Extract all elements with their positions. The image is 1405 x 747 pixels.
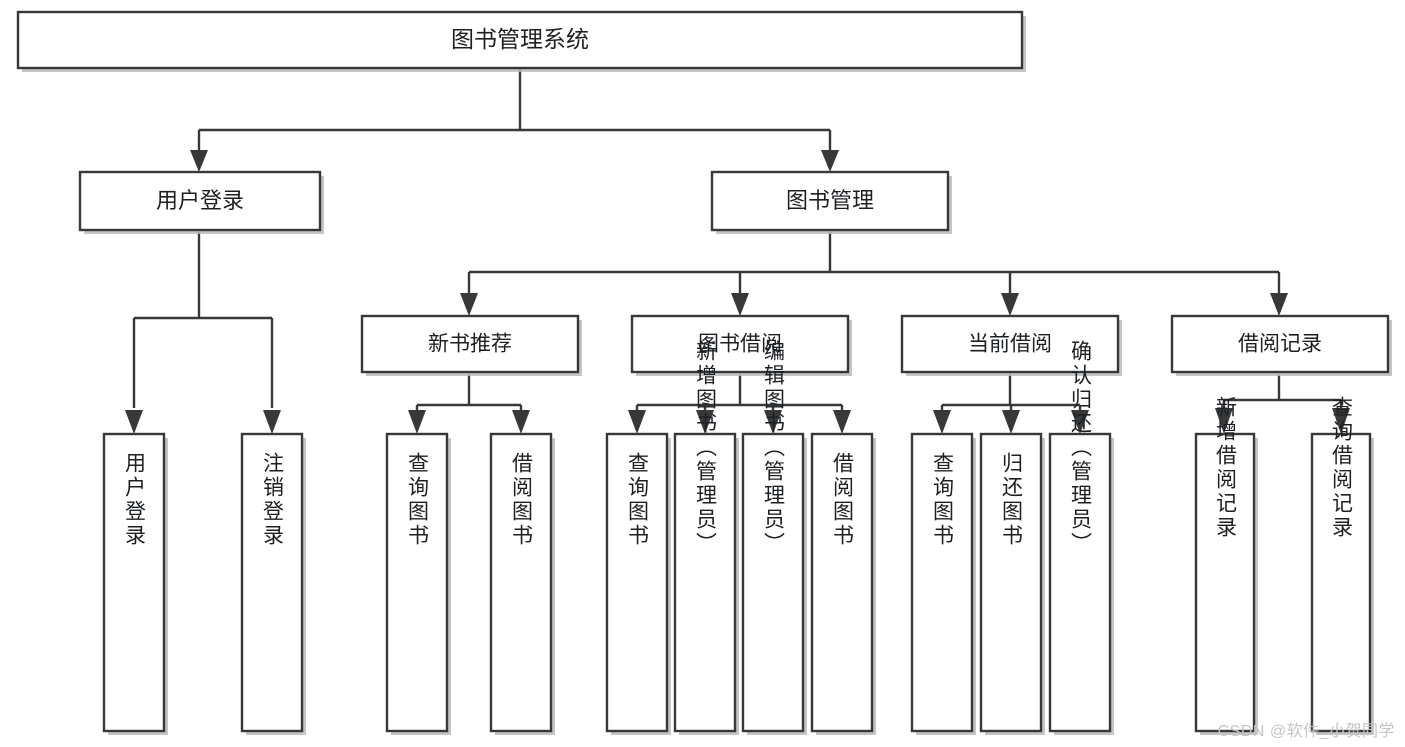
node-borrow-record[interactable]: 借阅记录 — [1170, 314, 1392, 376]
node-root-label: 图书管理系统 — [451, 26, 589, 52]
arrowhead-book-mgmt — [821, 150, 839, 172]
arrowhead-leaf-current-borrow-2 — [1002, 410, 1020, 434]
leaf-new-book-2[interactable]: 借阅图书 — [489, 432, 555, 735]
arrowhead-leaf-user-login-2 — [263, 410, 281, 434]
leaf-borrow-record-2[interactable]: 查询借阅记录 — [1310, 396, 1374, 735]
node-borrow-record-label: 借阅记录 — [1238, 333, 1322, 356]
arrowhead-current-borrow — [1001, 293, 1019, 316]
node-user-login-label: 用户登录 — [156, 188, 244, 213]
arrowhead-leaf-user-login-1 — [125, 410, 143, 434]
leaf-borrow-book-3-box[interactable] — [741, 432, 805, 733]
arrowhead-leaf-borrow-book-4 — [833, 410, 851, 434]
node-borrow-record-box[interactable] — [1170, 314, 1390, 374]
leaf-borrow-book-3[interactable]: 编辑图书（管理员） — [741, 340, 807, 735]
arrowhead-borrow-book — [731, 293, 749, 316]
node-book-borrow[interactable]: 图书借阅 — [630, 314, 852, 376]
leaf-borrow-record-2-label: 查询借阅记录 — [1330, 396, 1354, 540]
leaf-borrow-book-4-label: 借阅图书 — [831, 452, 855, 548]
node-new-book-recommend[interactable]: 新书推荐 — [360, 314, 582, 376]
leaf-new-book-2-box[interactable] — [489, 432, 553, 733]
leaf-user-login-1-label: 用户登录 — [123, 452, 147, 548]
arrowhead-new-book — [460, 293, 478, 316]
node-book-management-box[interactable] — [710, 170, 950, 232]
leaf-user-login-2[interactable]: 注销登录 — [240, 432, 306, 735]
leaf-new-book-2-label: 借阅图书 — [510, 452, 534, 548]
arrowhead-user-login — [190, 150, 208, 172]
arrowhead-leaf-borrow-record-2 — [1332, 408, 1350, 434]
connector-layer — [125, 69, 1350, 434]
leaf-borrow-book-1-label: 查询图书 — [626, 452, 650, 548]
node-current-borrow[interactable]: 当前借阅 — [900, 314, 1122, 376]
node-root-box[interactable] — [16, 10, 1024, 70]
leaf-borrow-book-3-label: 编辑图书（管理员） — [762, 340, 786, 556]
leaf-current-borrow-3-box[interactable] — [1048, 432, 1112, 733]
node-book-borrow-label: 图书借阅 — [698, 333, 782, 356]
leaf-borrow-book-1-box[interactable] — [605, 432, 669, 733]
leaf-new-book-1[interactable]: 查询图书 — [385, 432, 451, 735]
leaf-borrow-book-1[interactable]: 查询图书 — [605, 432, 671, 735]
leaf-current-borrow-2-label: 归还图书 — [1000, 452, 1024, 548]
arrowhead-leaf-new-book-2 — [512, 410, 530, 434]
node-new-book-recommend-label: 新书推荐 — [428, 333, 512, 356]
leaf-current-borrow-3-label: 确认归还（管理员） — [1069, 340, 1093, 556]
node-user-login-box[interactable] — [78, 170, 322, 232]
csdn-watermark: CSDN @软件_小贺同学 — [1217, 723, 1395, 740]
node-user-login[interactable]: 用户登录 — [78, 170, 324, 234]
leaf-user-login-1-box[interactable] — [102, 432, 166, 733]
leaf-current-borrow-1-box[interactable] — [910, 432, 974, 733]
leaf-current-borrow-1[interactable]: 查询图书 — [910, 432, 976, 735]
leaf-user-login-2-label: 注销登录 — [261, 452, 285, 548]
node-book-borrow-box[interactable] — [630, 314, 850, 374]
leaf-borrow-record-1-box[interactable] — [1194, 432, 1256, 733]
arrowhead-leaf-current-borrow-3 — [1071, 410, 1089, 434]
leaf-current-borrow-2[interactable]: 归还图书 — [979, 432, 1045, 735]
node-new-book-recommend-box[interactable] — [360, 314, 580, 374]
node-root[interactable]: 图书管理系统 — [16, 10, 1026, 72]
node-book-management[interactable]: 图书管理 — [710, 170, 952, 234]
leaf-borrow-book-2-box[interactable] — [673, 432, 737, 733]
arrowhead-leaf-borrow-book-2 — [696, 410, 714, 434]
arrowhead-leaf-borrow-book-1 — [628, 410, 646, 434]
node-book-management-label: 图书管理 — [786, 188, 874, 213]
leaf-borrow-record-1[interactable]: 新增借阅记录 — [1194, 396, 1258, 735]
node-current-borrow-label: 当前借阅 — [968, 333, 1052, 356]
leaf-borrow-book-2-label: 新增图书（管理员） — [694, 340, 718, 556]
leaf-new-book-1-box[interactable] — [385, 432, 449, 733]
leaf-current-borrow-2-box[interactable] — [979, 432, 1043, 733]
leaf-user-login-1[interactable]: 用户登录 — [102, 432, 168, 735]
arrowhead-leaf-borrow-record-1 — [1215, 408, 1233, 434]
leaf-new-book-1-label: 查询图书 — [406, 452, 430, 548]
leaf-borrow-book-4-box[interactable] — [810, 432, 874, 733]
leaf-borrow-record-2-box[interactable] — [1310, 432, 1372, 733]
leaf-current-borrow-3[interactable]: 确认归还（管理员） — [1048, 340, 1114, 735]
leaf-current-borrow-1-label: 查询图书 — [931, 452, 955, 548]
leaf-borrow-book-2[interactable]: 新增图书（管理员） — [673, 340, 739, 735]
leaf-borrow-book-4[interactable]: 借阅图书 — [810, 432, 876, 735]
arrowhead-borrow-record — [1270, 293, 1288, 316]
arrowhead-leaf-new-book-1 — [408, 410, 426, 434]
arrowhead-leaf-current-borrow-1 — [933, 410, 951, 434]
leaf-user-login-2-box[interactable] — [240, 432, 304, 733]
arrowhead-leaf-borrow-book-3 — [764, 410, 782, 434]
node-current-borrow-box[interactable] — [900, 314, 1120, 374]
leaf-borrow-record-1-label: 新增借阅记录 — [1214, 396, 1238, 540]
